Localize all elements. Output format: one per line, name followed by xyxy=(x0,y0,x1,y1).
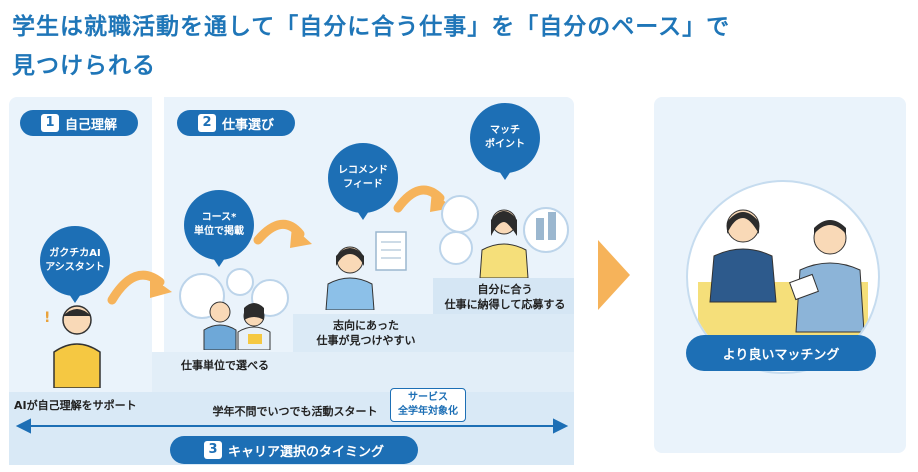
course-select-label: 仕事単位で選べる xyxy=(181,359,269,372)
ai-assistant-bubble: ガクチカAI アシスタント xyxy=(40,226,110,303)
step-1-number: 1 xyxy=(40,114,59,132)
arrowhead-1 xyxy=(150,276,172,298)
course-bubble: コース* 単位で掲載 xyxy=(184,190,254,267)
step-3-number: 3 xyxy=(203,441,222,459)
better-matching-label: より良いマッチング xyxy=(722,347,840,363)
service-badge: サービス 全学年対象化 xyxy=(390,388,466,422)
timeline-arrow-left xyxy=(15,418,31,434)
step-3-label: キャリア選択のタイミング xyxy=(227,444,384,460)
stair-step-2 xyxy=(293,314,574,352)
curved-arrow-1 xyxy=(107,270,165,305)
big-arrow xyxy=(598,240,630,310)
anytime-label: 学年不問でいつでも活動スタート xyxy=(212,405,378,418)
match-bubble-line1: マッチ xyxy=(490,125,520,136)
recommend-bubble: レコメンド フィード xyxy=(328,143,398,220)
apply-label: 自分に合う 仕事に納得して応募する xyxy=(432,282,578,312)
headline: 学生は就職活動を通して「自分に合う仕事」を「自分のペース」で 見つけられる xyxy=(12,8,892,86)
student-ai-illustration: ! xyxy=(46,305,101,388)
apply-line2: 仕事に納得して応募する xyxy=(444,298,566,311)
headline-line2: 見つけられる xyxy=(12,53,156,79)
service-line2: 全学年対象化 xyxy=(398,406,458,417)
service-line1: サービス xyxy=(408,392,448,403)
stair-step-3 xyxy=(433,278,574,314)
ai-bubble-line2: アシスタント xyxy=(45,262,105,273)
step-3-badge: 3 キャリア選択のタイミング xyxy=(170,436,418,464)
apply-line1: 自分に合う xyxy=(477,283,533,296)
match-bubble: マッチ ポイント xyxy=(470,103,540,180)
apply-illustration xyxy=(439,195,569,278)
ai-support-label: AIが自己理解をサポート xyxy=(14,399,137,412)
find-job-line2: 仕事が見つけやすい xyxy=(316,334,416,347)
headline-line1: 学生は就職活動を通して「自分に合う仕事」を「自分のペース」で xyxy=(12,14,731,40)
ai-bubble-line1: ガクチカAI xyxy=(49,248,101,259)
find-job-line1: 志向にあった xyxy=(333,319,399,332)
step-2-label: 仕事選び xyxy=(221,117,274,133)
course-bubble-line1: コース* xyxy=(201,212,237,223)
interview-scene xyxy=(698,209,868,342)
step-2-badge: 2 仕事選び xyxy=(177,110,295,136)
course-bubble-line2: 単位で掲載 xyxy=(194,226,244,237)
recommend-bubble-line2: フィード xyxy=(343,179,383,190)
arrowhead-2 xyxy=(290,226,312,248)
stair-step-1 xyxy=(152,352,574,392)
find-job-label: 志向にあった 仕事が見つけやすい xyxy=(296,318,436,348)
svg-text:!: ! xyxy=(46,310,50,326)
step-1-label: 自己理解 xyxy=(64,117,117,133)
course-illustration xyxy=(179,268,289,350)
better-matching-badge: より良いマッチング xyxy=(686,335,876,371)
recommend-bubble-line1: レコメンド xyxy=(338,165,388,176)
timeline-arrow-right xyxy=(553,418,569,434)
step-2-number: 2 xyxy=(197,114,216,132)
match-bubble-line2: ポイント xyxy=(485,139,525,150)
step-1-badge: 1 自己理解 xyxy=(20,110,138,136)
find-job-illustration xyxy=(325,231,407,310)
